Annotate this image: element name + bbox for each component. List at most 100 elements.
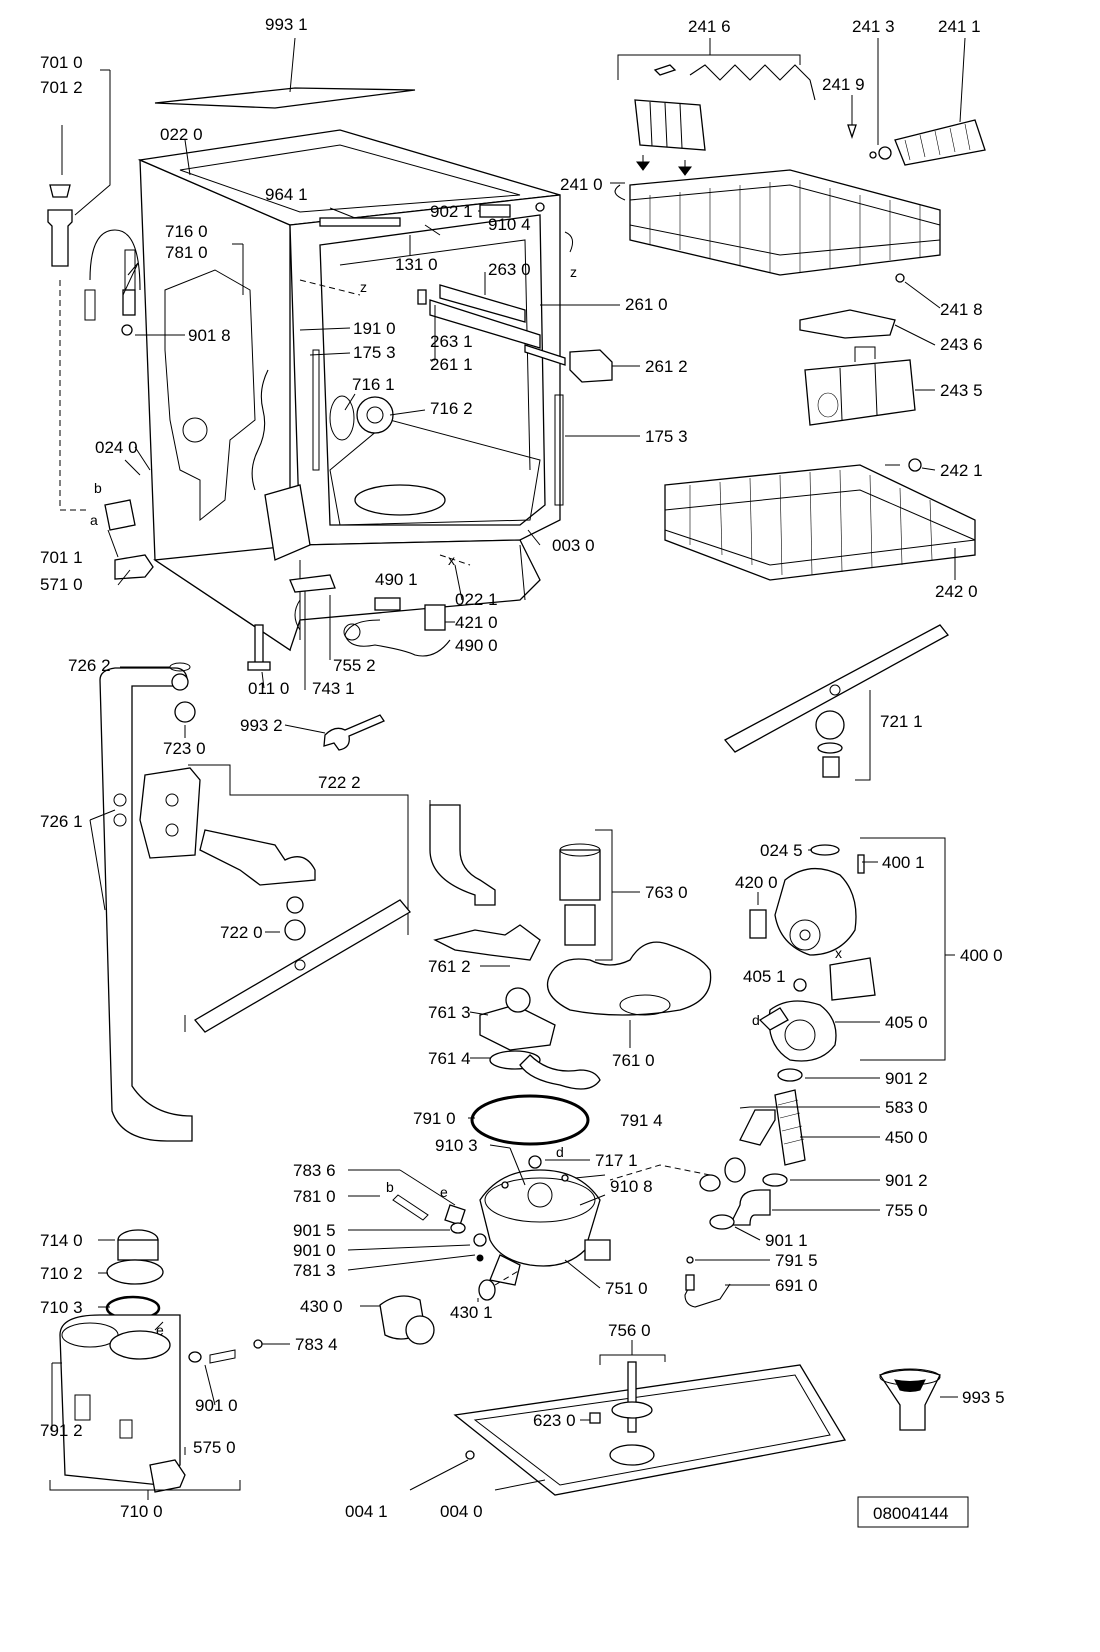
- callout-label: 993 5: [962, 1388, 1005, 1407]
- letter-mark: b: [386, 1179, 394, 1195]
- left-side-parts: [47, 184, 271, 671]
- callout-label: 450 0: [885, 1128, 928, 1147]
- callout-label: 710 0: [120, 1502, 163, 1521]
- callout-label: 710 2: [40, 1264, 83, 1283]
- callout-label: 710 3: [40, 1298, 83, 1317]
- callout-label: 761 0: [612, 1051, 655, 1070]
- motor-pump-part: [749, 837, 955, 1062]
- callout-label: 175 3: [645, 427, 688, 446]
- supply-tube-part: [89, 662, 193, 1142]
- callout-label: 791 0: [413, 1109, 456, 1128]
- base-plate-part: [409, 1340, 847, 1496]
- callout-label: 901 5: [293, 1221, 336, 1240]
- callout-label: 723 0: [163, 739, 206, 758]
- callout-label: 242 0: [935, 582, 978, 601]
- letter-mark: d: [752, 1012, 760, 1028]
- cutlery-basket-part: [799, 309, 936, 426]
- callout-label: 756 0: [608, 1321, 651, 1340]
- letter-mark: e: [440, 1184, 448, 1200]
- callout-label: 722 2: [318, 773, 361, 792]
- callout-label: 400 1: [882, 853, 925, 872]
- callout-label: 902 1: [430, 202, 473, 221]
- callout-label: 430 0: [300, 1297, 343, 1316]
- callout-label: 714 0: [40, 1231, 83, 1250]
- callout-label: 763 0: [645, 883, 688, 902]
- callout-label: 420 0: [735, 873, 778, 892]
- callout-label: 755 2: [333, 656, 376, 675]
- letter-mark: x: [835, 945, 842, 961]
- callout-label: 022 0: [160, 125, 203, 144]
- callout-label: 571 0: [40, 575, 83, 594]
- callout-label: 901 8: [188, 326, 231, 345]
- callout-label: 241 8: [940, 300, 983, 319]
- callout-label: 761 2: [428, 957, 471, 976]
- callout-label: 717 1: [595, 1151, 638, 1170]
- callout-label: 726 2: [68, 656, 111, 675]
- callout-label: 241 3: [852, 17, 895, 36]
- callout-label: 003 0: [552, 536, 595, 555]
- callout-label: 781 0: [293, 1187, 336, 1206]
- document-code-box: [857, 1496, 969, 1528]
- callout-label: 405 1: [743, 967, 786, 986]
- callout-label: 243 6: [940, 335, 983, 354]
- callout-label: 791 5: [775, 1251, 818, 1270]
- callout-label: 993 2: [240, 716, 283, 735]
- filter-group-part: [429, 800, 712, 1090]
- letter-marks: z z a b x x d d b e e: [90, 264, 842, 1338]
- callout-label: 716 2: [430, 399, 473, 418]
- letter-mark: b: [94, 480, 102, 496]
- callout-label: 783 6: [293, 1161, 336, 1180]
- lower-basket-part: [664, 458, 976, 581]
- callout-label: 191 0: [353, 319, 396, 338]
- letter-mark: d: [556, 1144, 564, 1160]
- letter-mark: e: [156, 1322, 164, 1338]
- callout-label: 400 0: [960, 946, 1003, 965]
- callout-label: 261 1: [430, 355, 473, 374]
- callout-label: 701 0: [40, 53, 83, 72]
- callout-label: 964 1: [265, 185, 308, 204]
- top-frame-parts: [319, 202, 574, 253]
- tub-cabinet-part: [137, 129, 640, 652]
- callout-label: 743 1: [312, 679, 355, 698]
- water-softener-part: [49, 1229, 290, 1500]
- callout-label: 241 9: [822, 75, 865, 94]
- callout-label: 024 0: [95, 438, 138, 457]
- letter-mark: a: [90, 512, 98, 528]
- callout-label: 263 1: [430, 332, 473, 351]
- callout-label: 241 1: [938, 17, 981, 36]
- funnel-tool-part: [878, 1368, 958, 1431]
- callout-label: 131 0: [395, 255, 438, 274]
- callout-label: 781 0: [165, 243, 208, 262]
- callout-label: 901 2: [885, 1171, 928, 1190]
- top-panel-part: [154, 37, 416, 109]
- callout-label: 751 0: [605, 1279, 648, 1298]
- letter-mark: z: [360, 279, 367, 295]
- callout-label: 901 0: [293, 1241, 336, 1260]
- callout-label: 024 5: [760, 841, 803, 860]
- callout-label: 241 6: [688, 17, 731, 36]
- electrical-harness-part: [343, 597, 455, 657]
- callout-label: 781 3: [293, 1261, 336, 1280]
- callout-label: 761 4: [428, 1049, 471, 1068]
- callout-label: 022 1: [455, 590, 498, 609]
- callout-labels: 993 1 241 6 241 3 241 1 701 0 701 2 241 …: [40, 15, 1005, 1521]
- callout-label: 791 4: [620, 1111, 663, 1130]
- callout-label: 722 0: [220, 923, 263, 942]
- letter-mark: x: [448, 552, 455, 568]
- sump-assembly-part: [347, 1094, 611, 1302]
- callout-label: 011 0: [248, 679, 289, 698]
- callout-label: 783 4: [295, 1335, 338, 1354]
- letter-mark: z: [570, 264, 577, 280]
- callout-label: 691 0: [775, 1276, 818, 1295]
- callout-label: 575 0: [193, 1438, 236, 1457]
- spray-arm-assembly-part: [139, 701, 411, 1033]
- callout-label: 175 3: [353, 343, 396, 362]
- callout-label: 716 0: [165, 222, 208, 241]
- callout-label: 910 3: [435, 1136, 478, 1155]
- callout-label: 421 0: [455, 613, 498, 632]
- callout-label: 430 1: [450, 1303, 493, 1322]
- callout-label: 761 3: [428, 1003, 471, 1022]
- callout-label: 405 0: [885, 1013, 928, 1032]
- callout-label: 241 0: [560, 175, 603, 194]
